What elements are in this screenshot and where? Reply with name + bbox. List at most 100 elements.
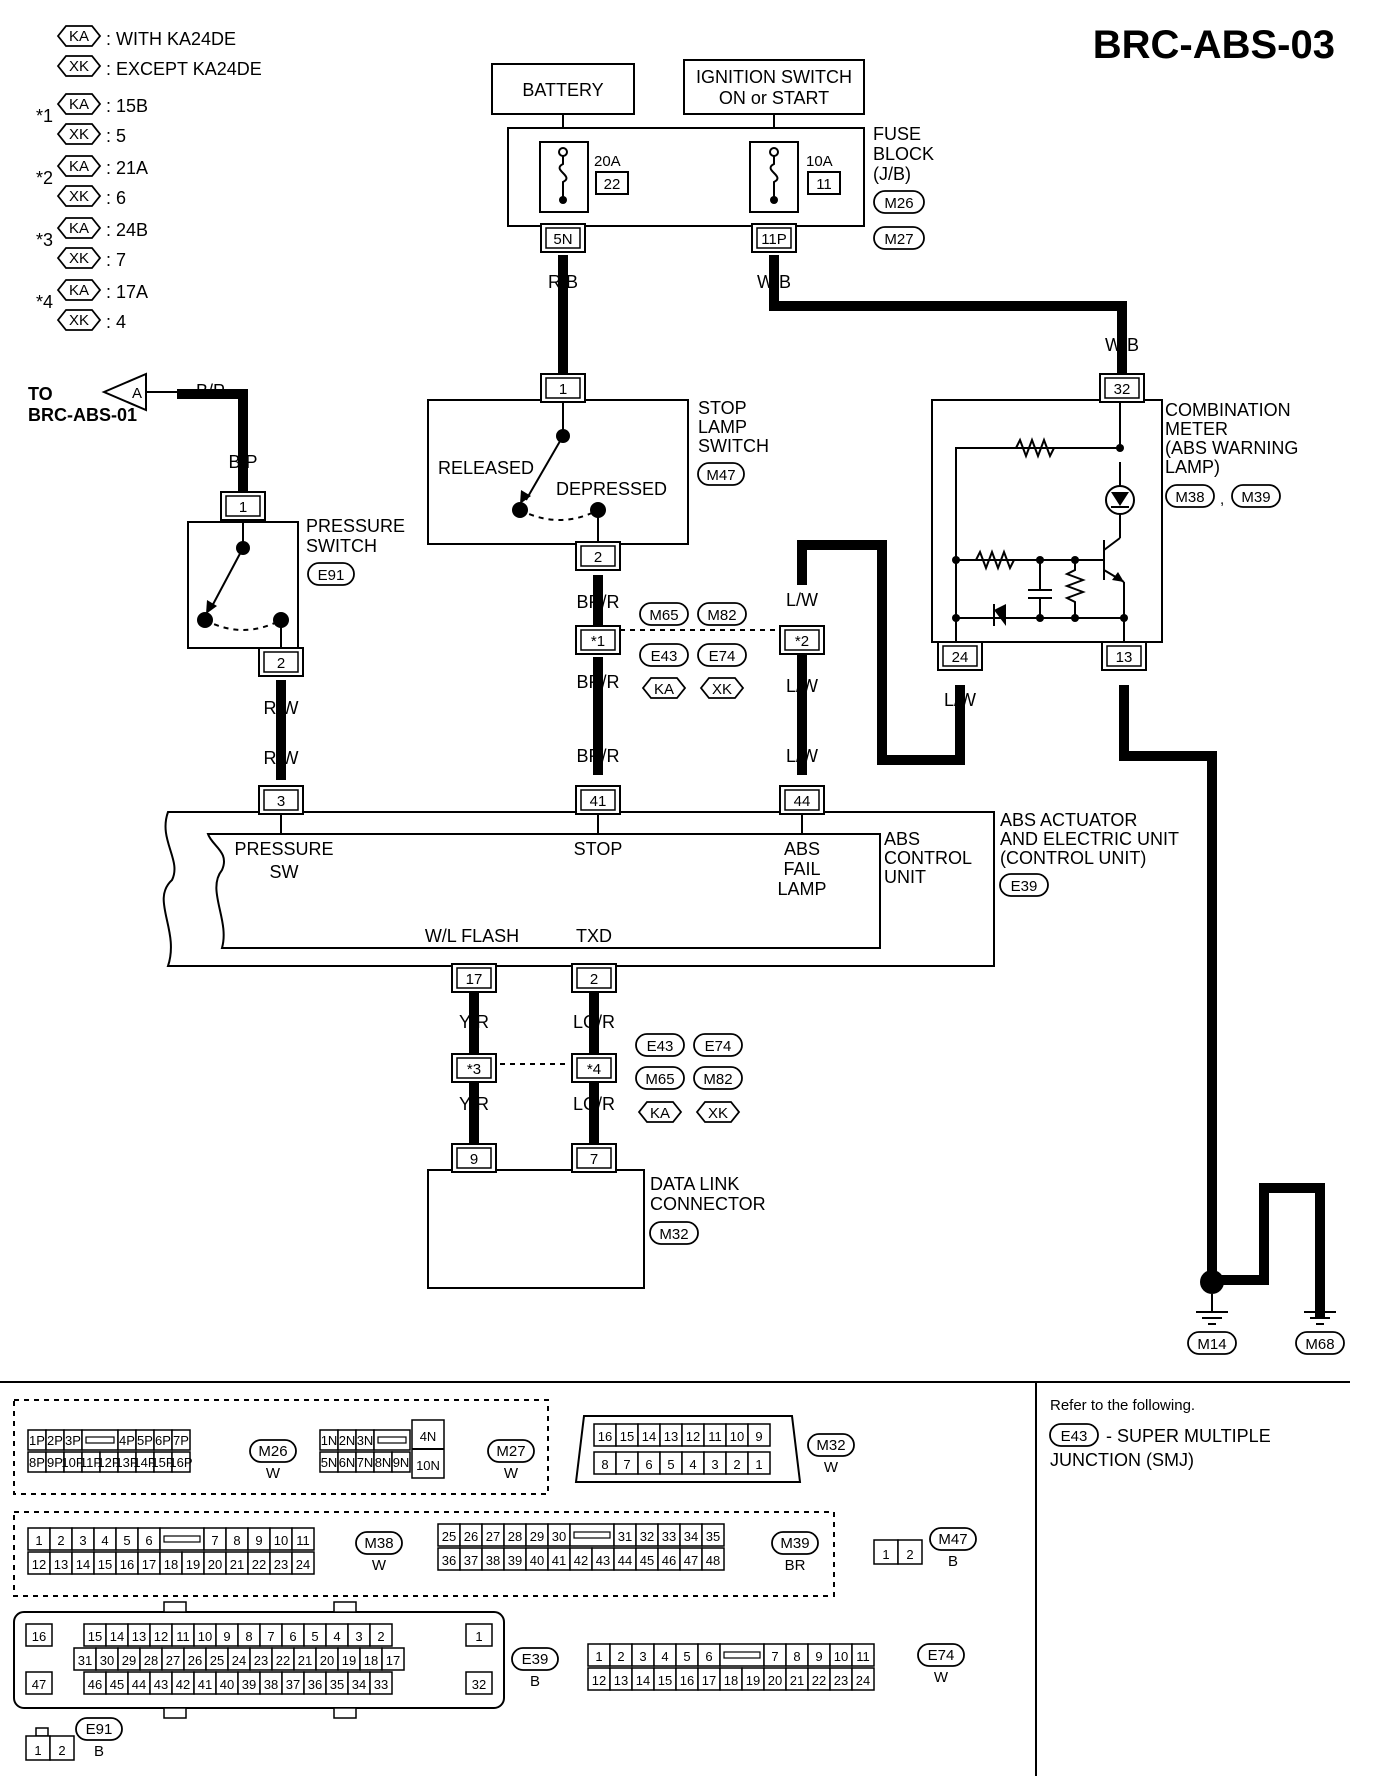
svg-text:4P: 4P bbox=[119, 1433, 135, 1448]
svg-text:11: 11 bbox=[296, 1533, 310, 1548]
svg-text:11: 11 bbox=[176, 1629, 190, 1644]
svg-text:XK: XK bbox=[69, 188, 89, 205]
pin-label-pressure: PRESSURE bbox=[234, 839, 333, 859]
svg-text:22: 22 bbox=[276, 1653, 290, 1668]
diagram-title: BRC-ABS-03 bbox=[1093, 23, 1335, 67]
svg-text:35: 35 bbox=[706, 1529, 720, 1544]
svg-text:35: 35 bbox=[330, 1677, 344, 1692]
meter-resistor-2 bbox=[975, 549, 1015, 571]
pin-connector: 13 bbox=[1101, 641, 1147, 671]
svg-text:46: 46 bbox=[662, 1553, 676, 1568]
svg-text:14: 14 bbox=[642, 1429, 656, 1444]
legend-xk-text: : EXCEPT KA24DE bbox=[106, 59, 262, 79]
svg-text:*1: *1 bbox=[591, 633, 605, 650]
svg-text:3: 3 bbox=[711, 1457, 718, 1472]
svg-text:4: 4 bbox=[333, 1629, 340, 1644]
fuse-block-label-2: BLOCK bbox=[873, 144, 934, 164]
svg-text:2: 2 bbox=[377, 1629, 384, 1644]
abs-unit-label-2: AND ELECTRIC UNIT bbox=[1000, 829, 1179, 849]
svg-text:41: 41 bbox=[198, 1677, 212, 1692]
svg-text:Y/R: Y/R bbox=[459, 1012, 489, 1032]
stop-lamp-label-1: STOP bbox=[698, 398, 747, 418]
pin-connector: 2 bbox=[571, 963, 617, 993]
svg-text:25: 25 bbox=[210, 1653, 224, 1668]
svg-text:M26: M26 bbox=[884, 195, 913, 212]
pin-connector: 2 bbox=[258, 647, 304, 677]
svg-text:E91: E91 bbox=[318, 567, 345, 584]
svg-text:7: 7 bbox=[771, 1649, 778, 1664]
svg-text:8: 8 bbox=[601, 1457, 608, 1472]
pin-connector: 5N bbox=[540, 223, 586, 253]
svg-text:6: 6 bbox=[705, 1649, 712, 1664]
svg-text:44: 44 bbox=[618, 1553, 632, 1568]
connector-tag-m68 bbox=[1295, 1331, 1345, 1355]
svg-text:M32: M32 bbox=[659, 1226, 688, 1243]
svg-text:31: 31 bbox=[78, 1653, 92, 1668]
svg-text:E91: E91 bbox=[86, 1721, 113, 1738]
pin-connector: 24 bbox=[937, 641, 983, 671]
svg-text:7N: 7N bbox=[357, 1455, 374, 1470]
star-legend-mark: *3 bbox=[36, 230, 53, 250]
svg-text:A: A bbox=[132, 385, 142, 402]
svg-text:2: 2 bbox=[590, 971, 598, 988]
svg-text:13: 13 bbox=[614, 1673, 628, 1688]
svg-text:38: 38 bbox=[486, 1553, 500, 1568]
svg-text:1: 1 bbox=[755, 1457, 762, 1472]
svg-text:12: 12 bbox=[686, 1429, 700, 1444]
svg-text:18: 18 bbox=[164, 1557, 178, 1572]
pin-connector: *2 bbox=[779, 625, 825, 655]
svg-text:19: 19 bbox=[186, 1557, 200, 1572]
legend: KA : WITH KA24DE XK : EXCEPT KA24DE bbox=[56, 25, 262, 79]
svg-text:9: 9 bbox=[223, 1629, 230, 1644]
svg-text:7: 7 bbox=[623, 1457, 630, 1472]
svg-text:47: 47 bbox=[32, 1677, 46, 1692]
svg-text:7: 7 bbox=[267, 1629, 274, 1644]
pin-connector: 17 bbox=[451, 963, 497, 993]
svg-text:10N: 10N bbox=[416, 1458, 440, 1473]
pin-connector: 2 bbox=[575, 541, 621, 571]
connector-group-1 bbox=[13, 1399, 549, 1495]
svg-text:13: 13 bbox=[54, 1557, 68, 1572]
svg-text:XK: XK bbox=[708, 1105, 728, 1122]
svg-text:41: 41 bbox=[590, 793, 607, 810]
svg-text:8: 8 bbox=[233, 1533, 240, 1548]
svg-text:5: 5 bbox=[123, 1533, 130, 1548]
footer-smj-text-2: JUNCTION (SMJ) bbox=[1050, 1450, 1194, 1470]
svg-text:16: 16 bbox=[598, 1429, 612, 1444]
connector-tag-m47 bbox=[697, 462, 745, 486]
svg-text:M82: M82 bbox=[703, 1071, 732, 1088]
svg-text:40: 40 bbox=[220, 1677, 234, 1692]
svg-text:1: 1 bbox=[882, 1547, 889, 1562]
svg-text:B: B bbox=[948, 1553, 958, 1570]
pressure-switch-label-2: SWITCH bbox=[306, 536, 377, 556]
svg-text:13: 13 bbox=[132, 1629, 146, 1644]
legend-xk-badge bbox=[56, 55, 102, 77]
svg-text:L/W: L/W bbox=[786, 676, 818, 696]
svg-text:10: 10 bbox=[274, 1533, 288, 1548]
svg-text:2: 2 bbox=[58, 1743, 65, 1758]
fuse-20a-element bbox=[558, 150, 568, 200]
svg-text:E43: E43 bbox=[647, 1038, 674, 1055]
svg-text:M38: M38 bbox=[364, 1535, 393, 1552]
svg-text:W: W bbox=[266, 1465, 281, 1482]
dlc-label-2: CONNECTOR bbox=[650, 1194, 766, 1214]
legend-xk-code: XK bbox=[69, 58, 89, 75]
svg-text:BR/R: BR/R bbox=[576, 746, 619, 766]
svg-text:41: 41 bbox=[552, 1553, 566, 1568]
svg-text:43: 43 bbox=[596, 1553, 610, 1568]
svg-text:M47: M47 bbox=[706, 467, 735, 484]
svg-text:31: 31 bbox=[618, 1529, 632, 1544]
svg-text:19: 19 bbox=[746, 1673, 760, 1688]
combo-meter-label-3: (ABS WARNING bbox=[1165, 438, 1298, 458]
star-legend-ka-value: : 21A bbox=[106, 158, 148, 178]
svg-text:17: 17 bbox=[142, 1557, 156, 1572]
svg-text:47: 47 bbox=[684, 1553, 698, 1568]
svg-text:5N: 5N bbox=[321, 1455, 338, 1470]
svg-text:4: 4 bbox=[101, 1533, 108, 1548]
svg-text:W: W bbox=[824, 1459, 839, 1476]
